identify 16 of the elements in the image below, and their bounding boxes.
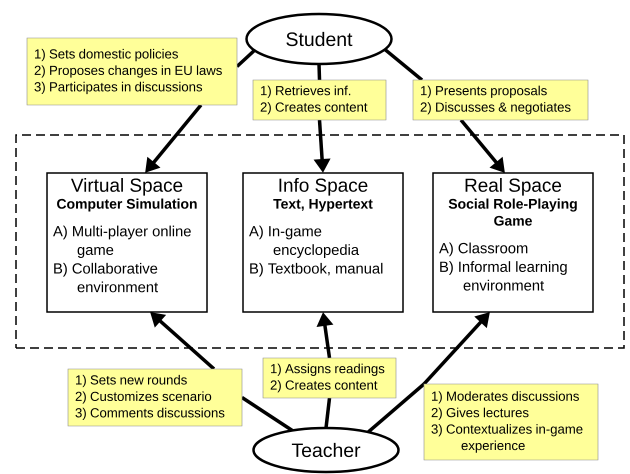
connector-line bbox=[317, 64, 322, 80]
connector-line bbox=[384, 48, 424, 82]
connector-line bbox=[241, 396, 294, 432]
space-box: Info Space Text, Hypertext A) In-game encyclopedia B) Textbook, manual bbox=[242, 172, 404, 313]
note-box: 1) Presents proposals 2) Discusses & negotiates bbox=[412, 80, 588, 120]
note-box: 1) Moderates discussions 2) Gives lectures 3) Contextualizes in-game experience bbox=[424, 384, 598, 460]
connector-line bbox=[367, 382, 426, 434]
note-box: 1) Sets new rounds 2) Customizes scenario 3) Comments discussions bbox=[68, 368, 242, 426]
connector-line bbox=[324, 398, 332, 428]
note-box: 1) Sets domestic policies 2) Proposes changes in EU laws 3) Participates in discussions bbox=[26, 38, 238, 106]
space-box: Virtual Space Computer Simulation A) Multi-player online game B) Collaborative environment bbox=[46, 172, 208, 313]
space-box: Real Space Social Role-Playing Game A) Classroom B) Informal learning environment bbox=[432, 172, 594, 313]
note-box: 1) Assigns readings 2) Creates content bbox=[262, 358, 396, 398]
note-box: 1) Retrieves inf. 2) Creates content bbox=[252, 80, 386, 120]
connector-line bbox=[236, 49, 256, 68]
dashed-frame bbox=[15, 134, 625, 349]
